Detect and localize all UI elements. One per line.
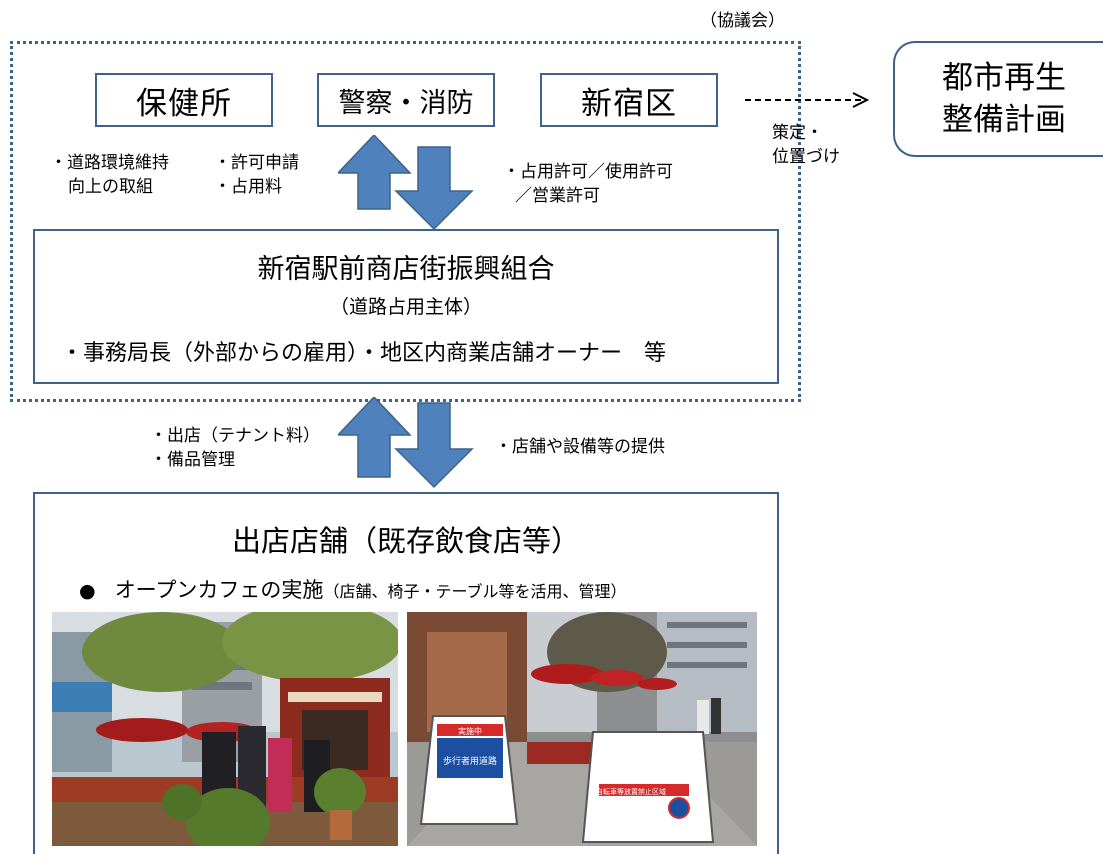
sign1-text: 歩行者用道路 bbox=[443, 755, 497, 767]
sign1-status: 実施中 bbox=[458, 726, 482, 736]
up-arrow-icon bbox=[338, 135, 412, 210]
middle-arrows bbox=[338, 397, 474, 489]
police-fire-box: 警察・消防 bbox=[317, 73, 495, 127]
dashed-arrow-label-line2: 位置づけ bbox=[772, 147, 840, 167]
union-box: 新宿駅前商店街振興組合 （道路占用主体） ・事務局長（外部からの雇用）・地区内商… bbox=[33, 229, 779, 384]
dashed-arrow bbox=[745, 92, 870, 108]
dashed-arrow-label-line1: 策定・ bbox=[772, 123, 823, 143]
left-labels-bottom: ・出店（テナント料） ・備品管理 bbox=[150, 424, 320, 472]
urban-plan-line1: 都市再生 bbox=[942, 60, 1066, 96]
open-cafe-note: （店舗、椅子・テーブル等を活用、管理） bbox=[323, 582, 627, 601]
union-title: 新宿駅前商店街振興組合 bbox=[257, 254, 555, 285]
up-arrow-icon bbox=[338, 397, 412, 478]
tenant-fee-label: ・出店（テナント料） bbox=[150, 426, 320, 446]
road-maintenance-label: ・道路環境維持 bbox=[50, 153, 169, 173]
shinjuku-ward-box: 新宿区 bbox=[540, 73, 718, 127]
occupancy-fee-label: ・占用料 bbox=[214, 177, 282, 197]
council-label: （協議会） bbox=[700, 11, 785, 31]
open-cafe-photo-1 bbox=[52, 612, 398, 846]
top-arrows bbox=[338, 135, 474, 231]
open-cafe-item: ● オープンカフェの実施（店舗、椅子・テーブル等を活用、管理） bbox=[35, 574, 777, 604]
health-center-box: 保健所 bbox=[95, 73, 273, 127]
open-cafe-label: オープンカフェの実施 bbox=[114, 578, 324, 602]
permit-types-label2: ／営業許可 bbox=[515, 186, 600, 206]
open-cafe-photo-2: 歩行者用道路 実施中 自転車等放置禁止区域 bbox=[407, 612, 757, 846]
no-bicycle-parking-sign: 自転車等放置禁止区域 bbox=[581, 731, 715, 843]
urban-plan-line2: 整備計画 bbox=[942, 102, 1066, 138]
left-labels-top-col2: ・許可申請 ・占用料 bbox=[214, 151, 299, 199]
equipment-management-label: ・備品管理 bbox=[150, 450, 235, 470]
down-arrow-icon bbox=[394, 146, 474, 231]
stores-title: 出店店舗（既存飲食店等） bbox=[231, 524, 580, 558]
health-center-label: 保健所 bbox=[136, 85, 232, 122]
store-provision-label: ・店舗や設備等の提供 bbox=[495, 437, 665, 457]
police-fire-label: 警察・消防 bbox=[338, 87, 474, 119]
down-arrow-icon bbox=[394, 402, 474, 489]
bullet-icon: ● bbox=[79, 580, 96, 602]
union-subtitle: （道路占用主体） bbox=[329, 296, 482, 318]
road-improvement-label: 向上の取組 bbox=[68, 177, 153, 197]
permit-types-label1: ・占用許可／使用許可 bbox=[503, 162, 673, 182]
dashed-arrow-label: 策定・ 位置づけ bbox=[772, 121, 840, 169]
left-labels-top-col1: ・道路環境維持 向上の取組 bbox=[50, 151, 169, 199]
stores-box: 出店店舗（既存飲食店等） ● オープンカフェの実施（店舗、椅子・テーブル等を活用… bbox=[33, 492, 779, 854]
permit-application-label: ・許可申請 bbox=[214, 153, 299, 173]
urban-plan-box: 都市再生 整備計画 bbox=[893, 41, 1103, 157]
shinjuku-ward-label: 新宿区 bbox=[581, 85, 677, 122]
right-labels-top: ・占用許可／使用許可 ／営業許可 bbox=[503, 160, 673, 208]
union-members: ・事務局長（外部からの雇用）・地区内商業店舗オーナー 等 bbox=[61, 341, 667, 366]
pedestrian-road-sign: 歩行者用道路 実施中 bbox=[419, 715, 519, 825]
sign2-text: 自転車等放置禁止区域 bbox=[596, 787, 666, 796]
council-frame bbox=[10, 41, 801, 402]
